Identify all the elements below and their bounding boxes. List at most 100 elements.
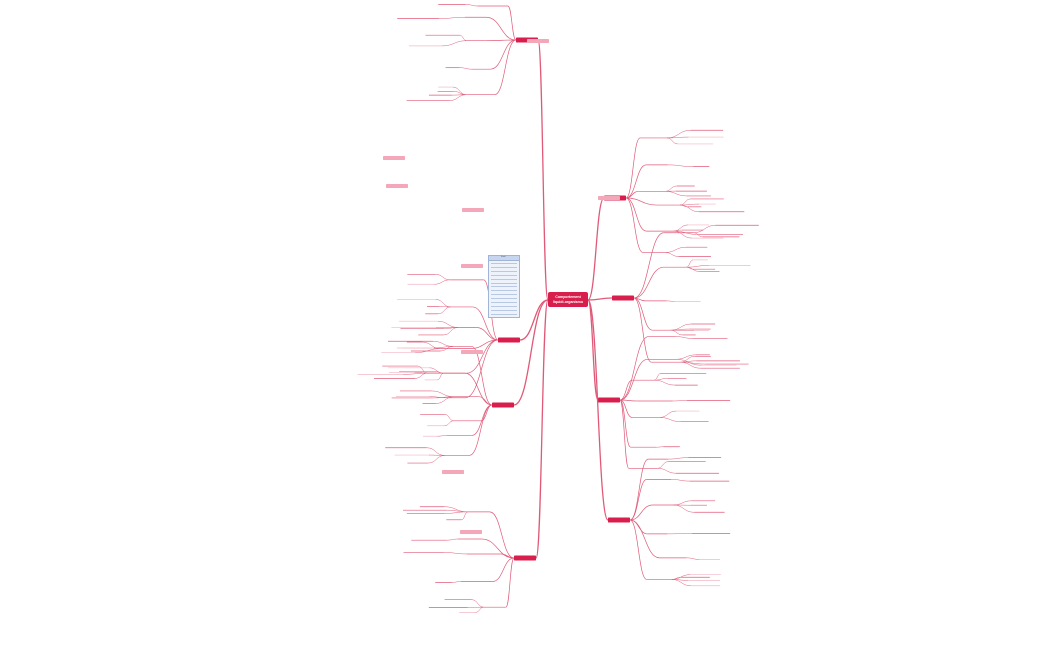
sub-connector-5-1 bbox=[472, 306, 499, 341]
sub-connector-0-3 bbox=[625, 197, 658, 206]
leaf-connector-0-5-1 bbox=[665, 252, 679, 257]
leaf-connector-7-3-0 bbox=[451, 581, 462, 583]
inset-table-row bbox=[491, 263, 517, 264]
leaf-connector-0-0-2 bbox=[666, 137, 678, 145]
sub-connector-6-5 bbox=[469, 404, 493, 456]
main-branch-connector-7 bbox=[535, 299, 549, 559]
leaf-connector-3-5-3 bbox=[671, 579, 691, 587]
central-topic[interactable]: Comportement liquidi-organismo bbox=[548, 292, 588, 307]
leaf-connector-3-1-0 bbox=[671, 479, 690, 482]
sub-connector-7-3 bbox=[492, 557, 515, 582]
leaf-connector-7-0-1 bbox=[446, 509, 468, 513]
highlight-node-5 bbox=[442, 470, 464, 474]
sub-connector-0-5 bbox=[625, 197, 644, 253]
sub-connector-6-4 bbox=[471, 404, 493, 436]
main-branch-connector-1 bbox=[587, 297, 613, 301]
leaf-connector-0-0-0 bbox=[666, 130, 691, 139]
highlight-node-4 bbox=[461, 350, 483, 354]
sub-connector-2-3 bbox=[619, 399, 638, 402]
leaf-connector-5-2-0 bbox=[437, 320, 458, 328]
central-topic-line-2: liquidi-organismo bbox=[552, 299, 584, 304]
leaf-connector-3-0-0 bbox=[668, 457, 689, 460]
highlight-node-7 bbox=[598, 196, 620, 200]
leaf-connector-2-4-1 bbox=[659, 417, 681, 422]
leaf-connector-2-0-0 bbox=[675, 336, 693, 339]
sub-connector-2-0 bbox=[619, 336, 649, 401]
leaf-connector-4-0-0 bbox=[465, 4, 478, 7]
inset-table-header-label: Fonti bbox=[501, 256, 506, 258]
leaf-connector-2-4-0 bbox=[659, 410, 676, 418]
sub-connector-3-5 bbox=[629, 519, 648, 580]
leaf-connector-5-0-1 bbox=[434, 279, 451, 285]
inset-table-row bbox=[491, 302, 517, 303]
leaf-connector-1-1-1 bbox=[686, 265, 709, 268]
sub-connector-3-0 bbox=[629, 458, 649, 521]
inset-table: Fonti bbox=[488, 255, 520, 318]
leaf-connector-1-0-0 bbox=[693, 225, 716, 234]
leaf-connector-7-4-0 bbox=[471, 599, 484, 608]
leaf-connector-3-5-1 bbox=[671, 577, 681, 580]
inset-table-row bbox=[491, 286, 517, 288]
leaf-connector-0-2-2 bbox=[665, 191, 687, 197]
leaf-connector-7-4-2 bbox=[475, 606, 484, 613]
sub-connector-7-0 bbox=[489, 511, 515, 559]
sub-connector-5-4 bbox=[466, 339, 499, 374]
highlight-node-0 bbox=[383, 156, 405, 160]
sub-connector-4-0 bbox=[507, 5, 517, 41]
leaf-connector-2-1-1 bbox=[675, 359, 702, 366]
leaf-connector-3-4-0 bbox=[686, 557, 700, 560]
central-topic-line-1: Comportement bbox=[555, 295, 581, 300]
sub-connector-4-1 bbox=[486, 16, 517, 41]
leaf-connector-5-1-2 bbox=[438, 306, 451, 315]
leaf-connector-7-0-0 bbox=[444, 506, 468, 513]
highlight-node-8 bbox=[527, 39, 549, 43]
leaf-connector-6-5-2 bbox=[428, 455, 445, 464]
main-branch-connector-4 bbox=[537, 39, 549, 301]
highlight-node-1 bbox=[386, 184, 408, 188]
leaf-connector-4-1-0 bbox=[438, 16, 465, 19]
leaf-connector-2-1-0 bbox=[675, 354, 697, 360]
sub-connector-3-2 bbox=[629, 504, 653, 521]
sub-connector-5-2 bbox=[476, 327, 499, 341]
sub-connector-6-0 bbox=[471, 346, 493, 406]
leaf-connector-7-0-2 bbox=[444, 511, 468, 514]
sub-connector-2-4 bbox=[619, 399, 633, 418]
inset-table-row bbox=[491, 278, 517, 280]
main-branch-node-6 bbox=[492, 402, 514, 408]
sub-connector-4-3 bbox=[490, 39, 517, 70]
sub-connector-3-1 bbox=[629, 479, 647, 521]
leaf-connector-2-6-1 bbox=[657, 468, 677, 474]
inset-table-row bbox=[491, 313, 517, 315]
sub-connector-2-2 bbox=[619, 379, 633, 401]
inset-table-row bbox=[491, 270, 517, 272]
leaf-connector-0-0-1 bbox=[666, 136, 689, 139]
leaf-connector-0-4-3 bbox=[673, 230, 692, 239]
leaf-connector-0-1-0 bbox=[667, 164, 694, 167]
inset-table-row bbox=[491, 266, 517, 268]
inset-table-row bbox=[491, 274, 517, 276]
sub-connector-4-4 bbox=[494, 39, 517, 96]
main-branch-node-1 bbox=[612, 295, 634, 301]
leaf-connector-5-4-2 bbox=[437, 373, 444, 381]
leaf-connector-2-2-2 bbox=[654, 379, 676, 386]
leaf-connector-6-3-0 bbox=[444, 414, 454, 422]
leaf-connector-1-0-1 bbox=[693, 232, 703, 238]
sub-connector-2-6 bbox=[619, 399, 630, 469]
main-branch-connector-2 bbox=[587, 299, 599, 401]
leaf-connector-1-1-0 bbox=[686, 259, 694, 268]
leaf-connector-6-3-1 bbox=[444, 420, 454, 427]
leaf-connector-5-1-0 bbox=[435, 299, 451, 308]
highlight-node-6 bbox=[460, 530, 482, 534]
leaf-connector-6-0-0 bbox=[433, 341, 454, 347]
inset-table-row bbox=[491, 294, 517, 296]
sub-connector-1-0 bbox=[633, 232, 664, 299]
inset-table-row bbox=[491, 309, 517, 311]
highlight-node-2 bbox=[462, 208, 484, 212]
sub-connector-5-5 bbox=[464, 339, 499, 399]
leaf-connector-7-0-3 bbox=[461, 511, 468, 521]
main-branch-node-5 bbox=[498, 337, 520, 343]
leaf-connector-6-5-0 bbox=[426, 447, 445, 456]
sub-connector-7-4 bbox=[505, 557, 515, 608]
leaf-connector-4-2-0 bbox=[459, 34, 467, 41]
